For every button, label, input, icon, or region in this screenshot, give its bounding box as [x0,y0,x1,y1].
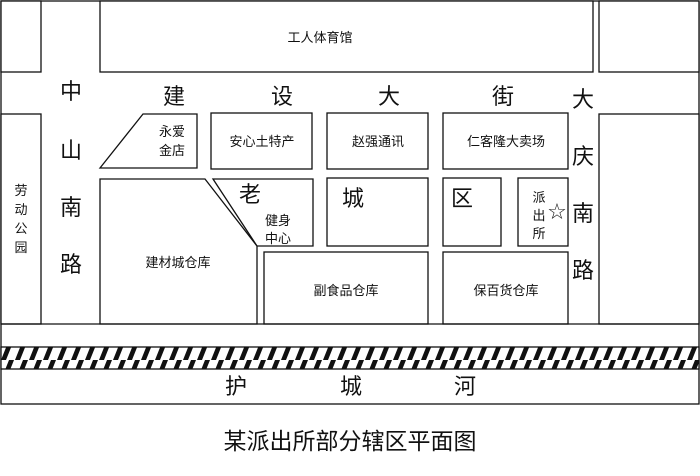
label-food-warehouse: 副食品仓库 [313,283,378,299]
district-2: 城 [342,187,364,212]
label-specialty: 安心土特产 [229,135,294,150]
label-fitness-2: 中心 [265,232,291,247]
building-jewelry [98,113,198,169]
building-specialty [210,112,313,170]
road-right-2: 庆 [572,145,594,170]
river-3: 河 [454,375,476,400]
building-materials [99,178,258,325]
building-police [517,177,569,247]
street-top-1: 建 [163,85,185,110]
road-right-4: 路 [572,259,594,284]
road-right-1: 大 [572,88,594,113]
label-gym: 工人体育馆 [287,30,352,46]
label-labor-park-4: 园 [14,241,27,256]
map-title: 某派出所部分辖区平面图 [224,429,477,455]
building-labor-park [0,113,42,325]
building-fitness [211,178,314,247]
label-jewelry-2: 金店 [159,143,185,159]
block-top-left [0,0,42,73]
label-market: 仁客隆大卖场 [467,134,545,150]
road-left-2: 山 [60,139,82,164]
label-jewelry-1: 永爱 [159,125,185,140]
building-market [442,112,569,170]
river-1: 护 [225,375,247,400]
road-left-3: 南 [60,196,82,221]
label-labor-park-2: 动 [14,203,27,218]
road-right-3: 南 [572,202,594,227]
label-labor-park-1: 劳 [14,183,27,199]
block-right [598,113,700,325]
label-telecom: 赵强通讯 [352,135,404,150]
label-police-2: 出 [532,209,545,224]
district-3: 区 [451,187,473,212]
block-district [442,177,502,247]
label-building-materials: 建材城仓库 [145,255,210,271]
star-icon: ☆ [547,200,567,225]
building-general-warehouse [442,251,569,325]
label-police-3: 所 [532,227,545,242]
label-general-warehouse: 保百货仓库 [473,283,538,299]
label-labor-park-3: 公 [14,222,27,237]
road-left-4: 路 [60,253,82,278]
river-2: 城 [340,375,362,400]
label-police-1: 派 [532,191,545,206]
label-fitness-1: 健身 [265,213,291,229]
street-top-2: 设 [271,85,293,110]
district-1: 老 [239,183,261,208]
road-left-1: 中 [60,80,82,105]
block-top-right [598,0,700,73]
building-gym [99,0,594,73]
railway-band [0,346,700,370]
building-telecom [326,112,429,170]
block-old-town [326,177,429,247]
street-top-4: 街 [492,85,514,110]
street-top-3: 大 [378,85,400,110]
